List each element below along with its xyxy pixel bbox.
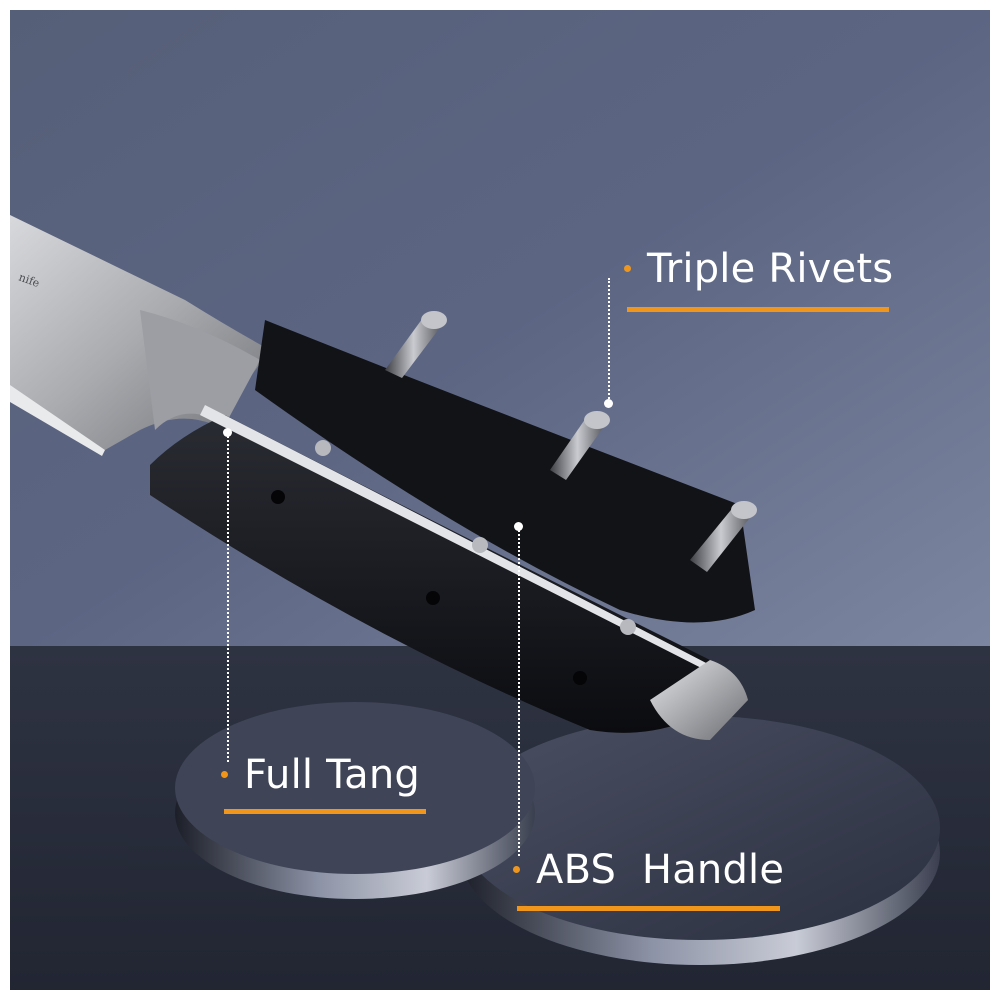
leader-line-triple-rivets xyxy=(608,278,610,403)
rivet-heads xyxy=(271,440,636,685)
callout-abs-handle-label: ABS Handle xyxy=(536,847,785,893)
callout-full-tang: Full Tang xyxy=(221,752,420,798)
underline-full-tang xyxy=(224,809,426,814)
callout-triple-rivets-label: Triple Rivets xyxy=(647,246,894,292)
leader-line-abs-handle xyxy=(518,526,520,856)
bullet-dot-icon xyxy=(624,264,631,272)
bolster xyxy=(140,310,260,430)
end-cap xyxy=(650,660,748,740)
leader-dot-full-tang xyxy=(223,428,232,437)
handle-back-scale xyxy=(255,320,755,623)
pedestal-discs xyxy=(175,702,940,965)
tang-strip xyxy=(200,405,715,675)
rivet-pins xyxy=(385,311,757,572)
handle-front-scale xyxy=(150,415,710,733)
underline-abs-handle xyxy=(517,906,780,911)
product-image-frame: nife xyxy=(10,10,990,990)
bullet-dot-icon xyxy=(221,770,228,778)
callout-triple-rivets: Triple Rivets xyxy=(624,246,893,292)
leader-dot-triple-rivets xyxy=(604,399,613,408)
leader-line-full-tang xyxy=(227,432,229,762)
underline-triple-rivets xyxy=(627,307,889,312)
callout-full-tang-label: Full Tang xyxy=(244,752,420,798)
bullet-dot-icon xyxy=(513,865,520,873)
callout-abs-handle: ABS Handle xyxy=(513,847,784,893)
knife-product-photo: nife xyxy=(10,10,990,990)
leader-dot-abs-handle xyxy=(514,522,523,531)
